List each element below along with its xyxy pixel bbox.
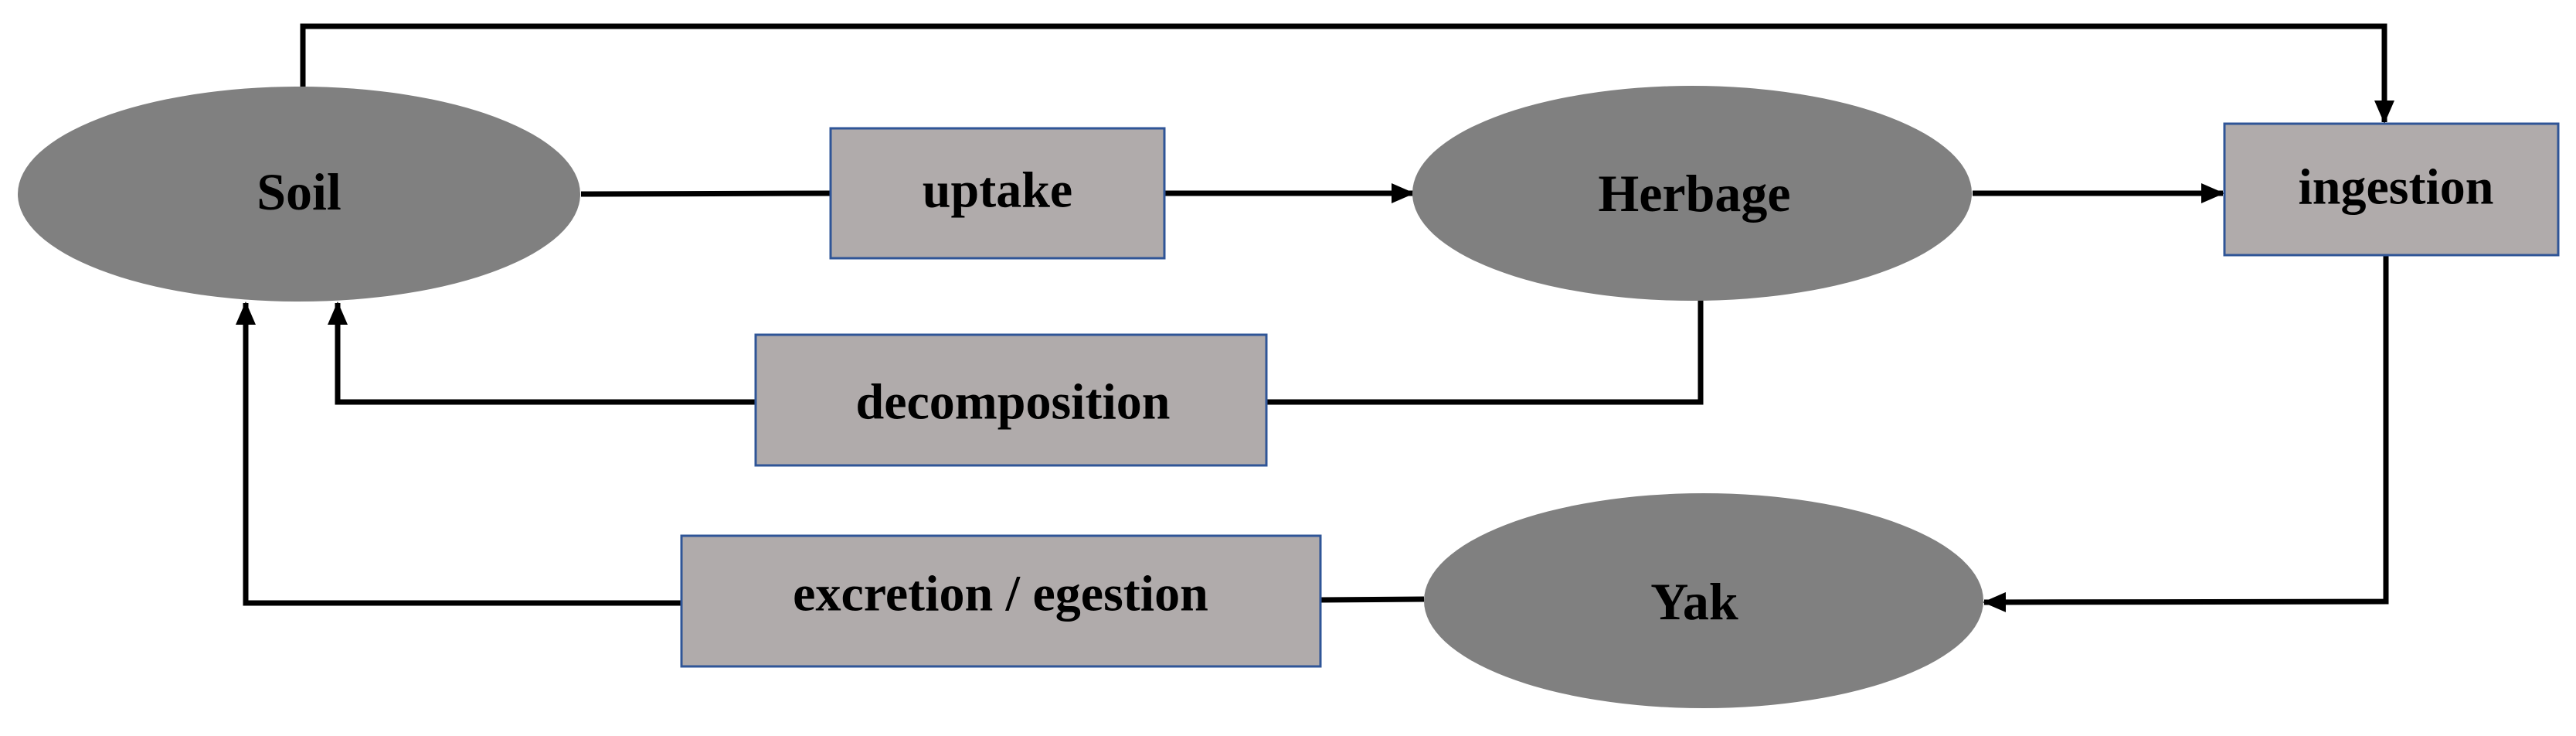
yak-to-excretion-line [1320,596,1425,603]
uptake-box [829,127,1166,260]
yak-label: Yak [1650,572,1738,631]
soil-label: Soil [257,162,342,221]
decomposition-to-soil-arrow [328,302,756,405]
decomposition-label: decomposition [855,374,1170,431]
decomposition-process: decomposition [754,333,1268,467]
excretion-to-soil-arrow [236,302,681,606]
herbage-node: Herbage [1412,86,1972,301]
herbage-label: Herbage [1598,164,1790,223]
ingestion-process: ingestion [2223,122,2560,257]
decomposition-box [754,333,1268,467]
ingestion-label: ingestion [2298,159,2493,216]
excretion-process: excretion / egestion [680,534,1322,668]
ingestion-to-yak-arrow [1983,255,2389,612]
herbage-to-decomposition-line [1266,300,1704,405]
uptake-process: uptake [829,127,1166,260]
yak-ellipse [1424,493,1983,708]
uptake-label: uptake [923,162,1072,219]
excretion-box [680,534,1322,668]
soil-to-ingestion-top-arrow [300,23,2394,124]
soil-to-uptake-line [580,190,831,197]
soil-node: Soil [18,87,580,302]
soil-ellipse [18,87,580,302]
ingestion-box [2223,122,2560,257]
yak-node: Yak [1424,493,1983,708]
excretion-label: excretion / egestion [793,566,1208,622]
herbage-ellipse [1412,86,1972,301]
